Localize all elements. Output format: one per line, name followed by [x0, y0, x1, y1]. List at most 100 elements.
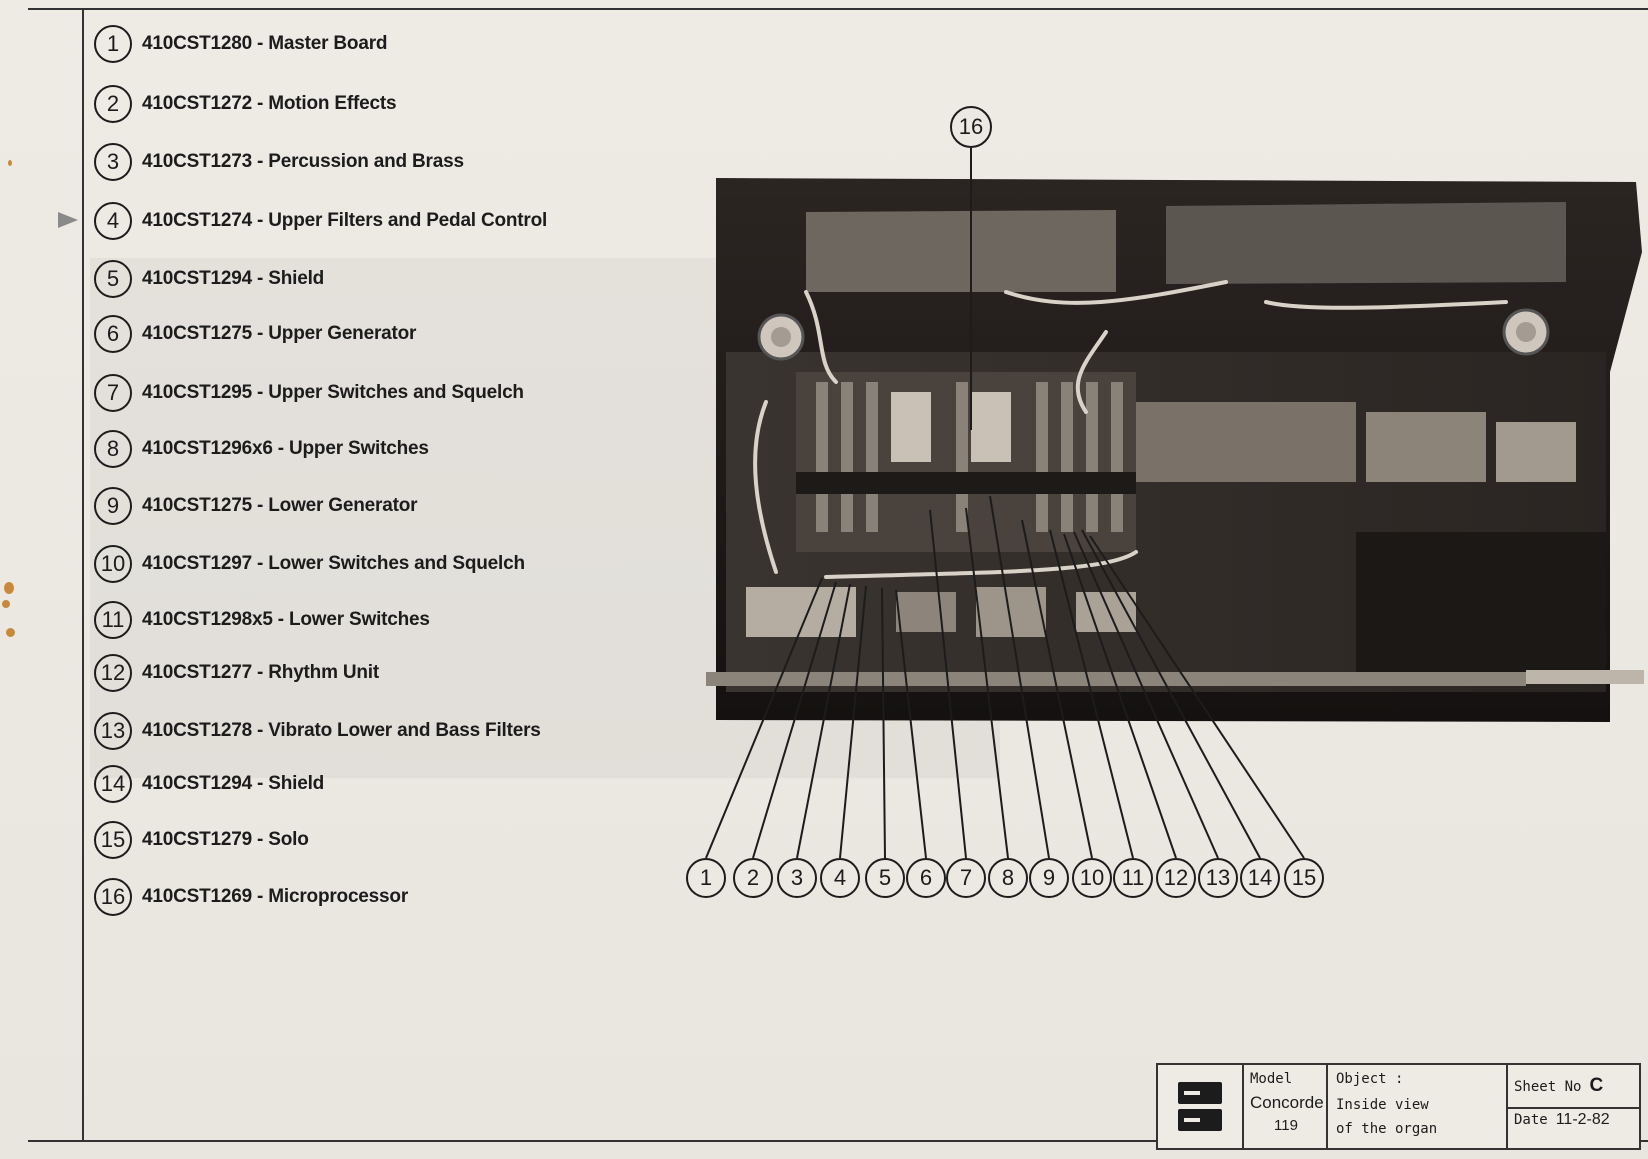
legend-label: 410CST1294 - Shield	[142, 268, 324, 290]
legend-number-circle: 9	[94, 487, 132, 525]
object-line-2: of the organ	[1336, 1121, 1438, 1137]
paper-stain	[8, 160, 12, 166]
separator: -	[272, 438, 289, 459]
part-code: 410CST1279	[142, 829, 252, 850]
legend-number-circle: 14	[94, 765, 132, 803]
callout-circle-11: 11	[1113, 858, 1153, 898]
callout-circle-7: 7	[946, 858, 986, 898]
model-number: 119	[1274, 1117, 1298, 1134]
callout-circle-13: 13	[1198, 858, 1238, 898]
date-label: Date	[1514, 1112, 1548, 1128]
legend-item: 14 410CST1294 - Shield	[94, 761, 324, 807]
part-code: 410CST1296x6	[142, 438, 273, 459]
separator: -	[251, 662, 269, 683]
legend-label: 410CST1296x6 - Upper Switches	[142, 438, 429, 460]
callout-circle-16: 16	[950, 106, 992, 148]
legend-label: 410CST1279 - Solo	[142, 829, 309, 851]
separator: -	[251, 151, 269, 172]
top-border-rule	[28, 8, 1648, 10]
model-value: Concorde	[1250, 1093, 1324, 1112]
legend-label: 410CST1275 - Upper Generator	[142, 323, 416, 345]
part-name: Rhythm Unit	[268, 662, 379, 683]
part-name: Microprocessor	[268, 886, 409, 907]
separator: -	[251, 323, 269, 344]
legend-label: 410CST1294 - Shield	[142, 773, 324, 795]
legend-item: 15 410CST1279 - Solo	[94, 817, 309, 863]
separator: -	[251, 495, 269, 516]
legend-number-circle: 5	[94, 260, 132, 298]
object-line-1: Inside view	[1336, 1097, 1429, 1113]
legend-number-circle: 12	[94, 654, 132, 692]
part-code: 410CST1297	[142, 553, 252, 574]
legend-label: 410CST1295 - Upper Switches and Squelch	[142, 382, 524, 404]
callout-circle-1: 1	[686, 858, 726, 898]
model-label: Model	[1250, 1071, 1293, 1087]
part-code: 410CST1275	[142, 495, 252, 516]
title-block-divider	[1508, 1107, 1639, 1109]
part-code: 410CST1269	[142, 886, 252, 907]
legend-label: 410CST1278 - Vibrato Lower and Bass Filt…	[142, 720, 541, 742]
object-cell: Object : Inside view of the organ	[1328, 1065, 1508, 1148]
part-code: 410CST1278	[142, 720, 252, 741]
legend-label: 410CST1272 - Motion Effects	[142, 93, 397, 115]
legend-number-circle: 2	[94, 85, 132, 123]
part-code: 410CST1298x5	[142, 609, 273, 630]
separator: -	[251, 773, 269, 794]
separator: -	[251, 33, 269, 54]
part-name: Vibrato Lower and Bass Filters	[268, 720, 541, 741]
part-code: 410CST1274	[142, 210, 252, 231]
object-label: Object :	[1336, 1071, 1404, 1087]
callout-circle-15: 15	[1284, 858, 1324, 898]
organ-interior-photo	[706, 178, 1644, 722]
separator: -	[251, 382, 269, 403]
legend-number-circle: 1	[94, 25, 132, 63]
part-code: 410CST1277	[142, 662, 252, 683]
part-name: Shield	[268, 773, 325, 794]
sheet-label: Sheet No	[1514, 1079, 1582, 1095]
bottom-border-rule	[28, 1140, 1648, 1142]
part-name: Motion Effects	[268, 93, 397, 114]
part-name: Master Board	[268, 33, 388, 54]
sheet-value: C	[1589, 1075, 1604, 1096]
separator: -	[251, 268, 269, 289]
separator: -	[251, 886, 269, 907]
title-block-logo-cell	[1158, 1065, 1244, 1148]
callout-circle-14: 14	[1240, 858, 1280, 898]
part-name: Upper Switches and Squelch	[268, 382, 524, 403]
callout-circle-8: 8	[988, 858, 1028, 898]
part-code: 410CST1294	[142, 773, 252, 794]
part-code: 410CST1280	[142, 33, 252, 54]
legend-label: 410CST1298x5 - Lower Switches	[142, 609, 430, 631]
separator: -	[251, 93, 269, 114]
separator: -	[251, 210, 269, 231]
legend-number-circle: 16	[94, 878, 132, 916]
legend-number-circle: 11	[94, 601, 132, 639]
callout-circle-3: 3	[777, 858, 817, 898]
legend-item: 2 410CST1272 - Motion Effects	[94, 81, 397, 127]
date-value: 11-2-82	[1555, 1111, 1610, 1128]
legend-label: 410CST1277 - Rhythm Unit	[142, 662, 379, 684]
callout-circle-2: 2	[733, 858, 773, 898]
callout-circle-6: 6	[906, 858, 946, 898]
sheet-cell: Sheet No C Date 11-2-82	[1508, 1065, 1639, 1148]
sheet-row: Sheet No C	[1514, 1075, 1639, 1097]
legend-number-circle: 3	[94, 143, 132, 181]
part-name: Lower Switches	[289, 609, 430, 630]
margin-arrow-icon	[58, 212, 78, 228]
part-code: 410CST1272	[142, 93, 252, 114]
legend-number-circle: 15	[94, 821, 132, 859]
callout-circle-12: 12	[1156, 858, 1196, 898]
paper-stain	[6, 628, 15, 637]
date-row: Date 11-2-82	[1514, 1111, 1639, 1129]
legend-label: 410CST1280 - Master Board	[142, 33, 387, 55]
part-name: Upper Generator	[268, 323, 417, 344]
title-block: Model Concorde 119 Object : Inside view …	[1156, 1063, 1641, 1150]
